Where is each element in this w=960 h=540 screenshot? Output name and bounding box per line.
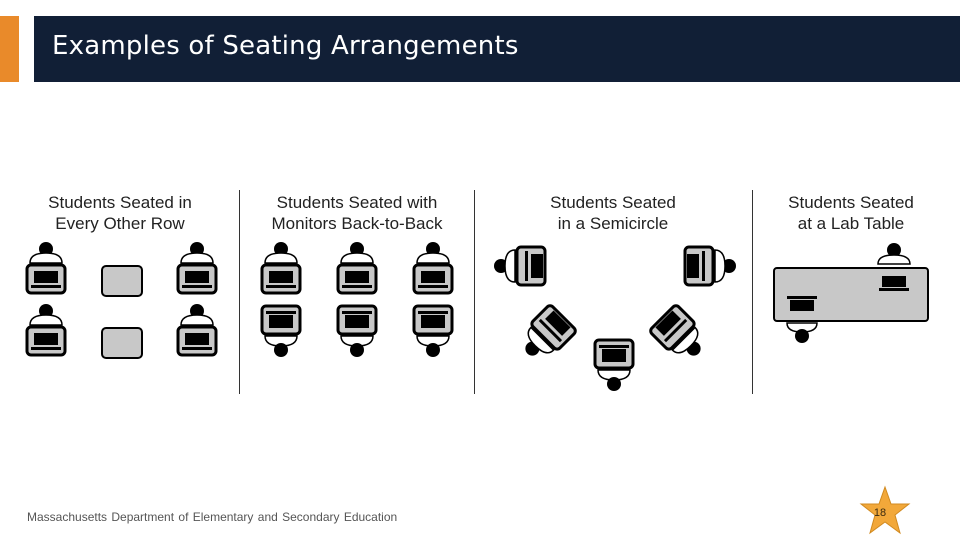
student-at-computer [647,302,714,369]
student-at-computer [336,240,378,295]
panel-2-caption-line2: Monitors Back-to-Back [272,214,443,233]
student-at-computer [260,304,302,359]
panel-3-caption-line1: Students Seated [550,193,676,212]
panel-4-caption-line1: Students Seated [788,193,914,212]
student-at-computer [260,240,302,295]
panel-3-caption-line2: in a Semicircle [558,214,669,233]
student-at-computer [412,304,454,359]
student-at-computer [176,302,218,357]
title-accent-bar [0,16,19,82]
student-at-computer [25,240,67,295]
panel-1-caption-line1: Students Seated in [48,193,192,212]
empty-desk [101,265,143,297]
student-at-computer [25,302,67,357]
student-at-computer [492,245,547,287]
student-at-computer [412,240,454,295]
empty-desk [101,327,143,359]
lab-student-back [877,243,911,291]
student-at-computer [593,338,635,393]
panel-4-caption-line2: at a Lab Table [798,214,905,233]
page-number: 18 [873,507,887,519]
slide-title: Examples of Seating Arrangements [52,31,519,61]
panel-1-caption-line2: Every Other Row [55,214,185,233]
panel-2-caption-line1: Students Seated with [277,193,438,212]
student-at-computer [512,302,579,369]
student-at-computer [683,245,738,287]
student-at-computer [176,240,218,295]
lab-student-front [786,296,818,343]
student-at-computer [336,304,378,359]
lab-table [773,267,929,322]
star-icon [859,485,911,535]
footer-text: Massachusetts Department of Elementary a… [27,510,398,524]
title-bar [34,16,960,82]
